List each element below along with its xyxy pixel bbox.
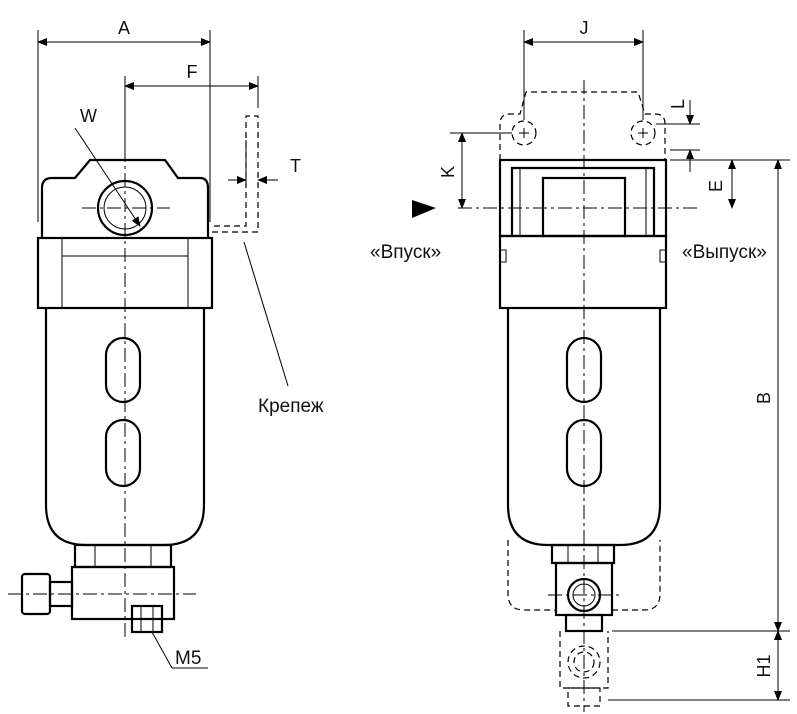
label-w: W (80, 106, 97, 126)
label-inlet: «Впуск» (370, 242, 441, 263)
dim-k: K (438, 132, 512, 209)
dim-a: A (37, 18, 211, 222)
label-e: E (706, 180, 726, 192)
label-b: B (754, 392, 774, 404)
mount-callout: Крепеж (243, 241, 324, 417)
dim-l: L (656, 99, 700, 172)
side-view (8, 115, 259, 640)
label-mount: Крепеж (258, 396, 324, 417)
label-l: L (668, 99, 688, 109)
label-k: K (438, 166, 458, 178)
dim-w: W (74, 106, 141, 227)
label-f: F (187, 62, 198, 82)
dim-e: E (670, 159, 742, 209)
label-j: J (580, 18, 589, 38)
front-view (412, 80, 700, 712)
label-m5: M5 (175, 648, 201, 669)
m5-callout: M5 (151, 631, 208, 669)
label-h1: H1 (754, 654, 774, 677)
dim-t: T (228, 140, 301, 184)
label-outlet: «Выпуск» (682, 242, 767, 263)
dim-b: B (612, 159, 790, 632)
label-a: A (118, 18, 130, 38)
label-t: T (290, 156, 301, 176)
dim-f: F (124, 62, 259, 150)
dim-j: J (523, 18, 644, 120)
dim-h1: H1 (608, 630, 790, 701)
